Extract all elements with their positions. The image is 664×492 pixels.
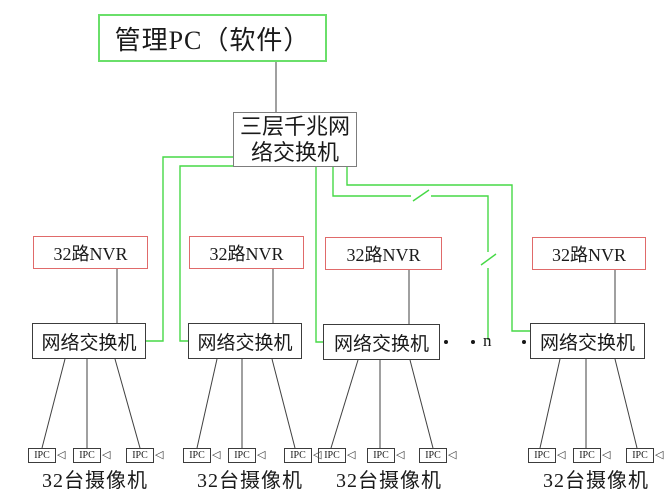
access-switch-box-3: 网络交换机 (323, 324, 440, 360)
camera-lens-icon: ◁ (557, 449, 566, 461)
ipc-camera: IPC ◁ (318, 448, 355, 463)
black-cables (41, 62, 638, 449)
uplink-switch3 (315, 167, 323, 343)
camera-lens-icon: ◁ (313, 449, 322, 461)
access-switch-label: 网络交换机 (41, 332, 137, 354)
ipc-label: IPC (626, 448, 654, 463)
ellipsis-n-label: n (483, 331, 492, 350)
cameras-label-3: 32台摄像机 (336, 470, 442, 492)
ipc-camera: IPC ◁ (228, 448, 265, 463)
uplink-switch1 (146, 156, 233, 342)
uplink-nth-a (332, 167, 411, 197)
cameras-label-1: 32台摄像机 (42, 470, 148, 492)
camera-lens-icon: ◁ (448, 449, 457, 461)
uplink-nth-b (431, 195, 489, 252)
nvr-label: 32路NVR (53, 243, 128, 264)
camera-lens-icon: ◁ (602, 449, 611, 461)
cameras-label-2: 32台摄像机 (197, 470, 303, 492)
nvr-label: 32路NVR (551, 244, 626, 265)
core-switch-box: 三层千兆网 络交换机 (233, 112, 357, 167)
ipc-camera: IPC ◁ (626, 448, 663, 463)
core-switch-label-line1: 三层千兆网 (239, 113, 350, 139)
ipc-label: IPC (318, 448, 346, 463)
nvr-label: 32路NVR (346, 244, 421, 265)
ipc-camera: IPC ◁ (419, 448, 456, 463)
ipc-label: IPC (284, 448, 312, 463)
camera-lens-icon: ◁ (655, 449, 664, 461)
break-mark-horizontal (412, 189, 430, 202)
access-switch-label: 网络交换机 (197, 332, 293, 354)
ipc-label: IPC (228, 448, 256, 463)
ipc-label: IPC (183, 448, 211, 463)
core-switch-label-line2: 络交换机 (250, 139, 339, 165)
camera-lens-icon: ◁ (57, 449, 66, 461)
break-mark-vertical (480, 253, 497, 266)
uplink-switch4 (346, 167, 530, 332)
ipc-camera: IPC ◁ (28, 448, 65, 463)
ipc-camera: IPC ◁ (573, 448, 610, 463)
access-switch-box-2: 网络交换机 (188, 323, 302, 359)
ipc-label: IPC (126, 448, 154, 463)
management-pc-label: 管理PC（软件） (114, 25, 311, 55)
ipc-camera: IPC ◁ (528, 448, 565, 463)
uplink-switch2 (179, 165, 233, 342)
camera-lens-icon: ◁ (212, 449, 221, 461)
nvr-box-2: 32路NVR (189, 236, 304, 269)
camera-lens-icon: ◁ (257, 449, 266, 461)
ellipsis-dot (444, 340, 448, 344)
ipc-camera: IPC ◁ (367, 448, 404, 463)
access-switch-box-4: 网络交换机 (530, 323, 645, 359)
camera-lens-icon: ◁ (347, 449, 356, 461)
access-switch-label: 网络交换机 (333, 333, 429, 355)
green-uplinks (146, 156, 530, 343)
camera-lens-icon: ◁ (155, 449, 164, 461)
nvr-box-4: 32路NVR (532, 237, 646, 270)
camera-lens-icon: ◁ (396, 449, 405, 461)
ipc-label: IPC (419, 448, 447, 463)
ipc-label: IPC (367, 448, 395, 463)
ipc-label: IPC (28, 448, 56, 463)
management-pc-box: 管理PC（软件） (98, 14, 327, 62)
camera-lens-icon: ◁ (102, 449, 111, 461)
ipc-label: IPC (528, 448, 556, 463)
ipc-label: IPC (573, 448, 601, 463)
ipc-label: IPC (73, 448, 101, 463)
access-switch-label: 网络交换机 (539, 332, 635, 354)
ellipsis-dot (522, 340, 526, 344)
ipc-camera: IPC ◁ (126, 448, 163, 463)
ellipsis-dot (471, 340, 475, 344)
ipc-camera: IPC ◁ (183, 448, 220, 463)
nvr-box-3: 32路NVR (325, 237, 442, 270)
nvr-label: 32路NVR (209, 243, 284, 264)
ipc-camera: IPC ◁ (73, 448, 110, 463)
ipc-camera: IPC ◁ (284, 448, 321, 463)
nvr-box-1: 32路NVR (33, 236, 148, 269)
cameras-label-4: 32台摄像机 (543, 470, 649, 492)
access-switch-box-1: 网络交换机 (32, 323, 146, 359)
